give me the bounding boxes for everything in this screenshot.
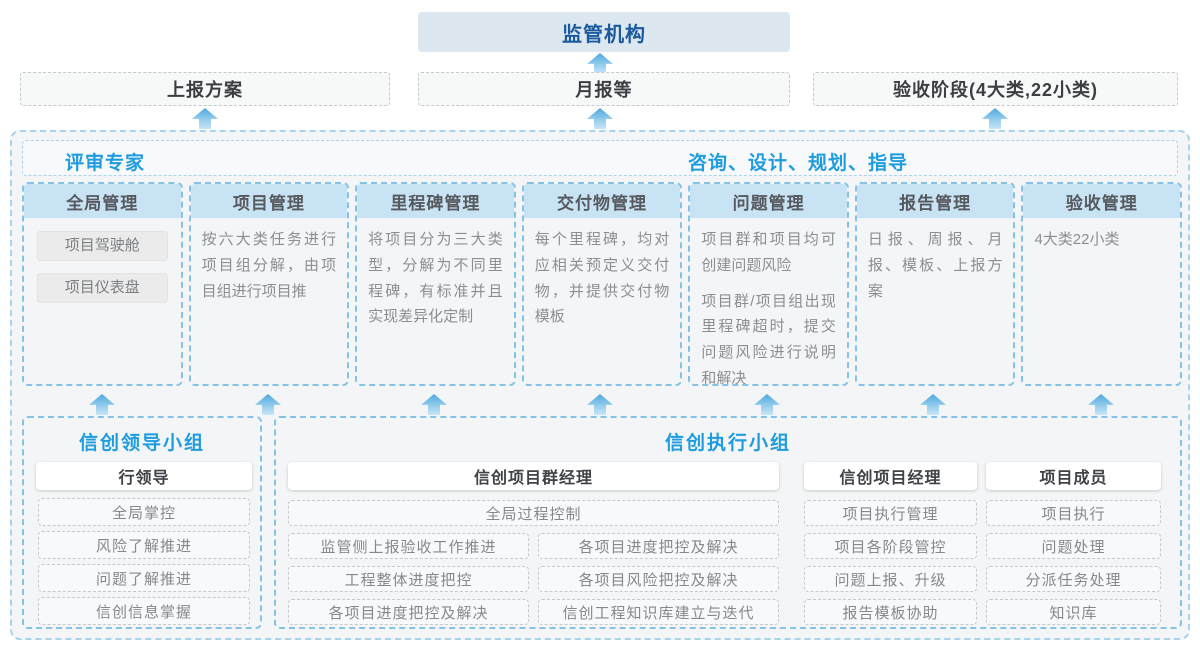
main-container: 评审专家 咨询、设计、规划、指导 全局管理 项目驾驶舱 项目仪表盘 项目管理 按… xyxy=(10,130,1190,640)
pm-item: 项目各阶段管控 xyxy=(804,533,977,559)
column-header: 问题管理 xyxy=(690,184,847,218)
management-columns: 全局管理 项目驾驶舱 项目仪表盘 项目管理 按六大类任务进行项目组分解，由项目组… xyxy=(22,182,1183,386)
up-arrow-col-4 xyxy=(587,394,613,415)
up-arrow-col-3 xyxy=(421,394,447,415)
column-header: 验收管理 xyxy=(1023,184,1181,218)
up-arrow-col-5 xyxy=(754,394,780,415)
project-cockpit-box: 项目驾驶舱 xyxy=(37,231,168,261)
leader-group-title: 信创领导小组 xyxy=(78,433,205,454)
member-item: 项目执行 xyxy=(986,500,1161,526)
project-dashboard-box: 项目仪表盘 xyxy=(37,273,168,303)
column-global-management: 全局管理 项目驾驶舱 项目仪表盘 xyxy=(22,182,183,386)
bank-leader-role: 行领导 xyxy=(36,462,252,490)
column-body: 按六大类任务进行项目组分解，由项目组进行项目推 xyxy=(191,218,348,323)
column-body: 项目驾驶舱 项目仪表盘 xyxy=(24,218,181,324)
pgm-item: 各项目进度把控及解决 xyxy=(538,533,779,559)
column-header: 里程碑管理 xyxy=(357,184,514,218)
leader-item: 全局掌控 xyxy=(38,498,250,526)
member-item: 问题处理 xyxy=(986,533,1161,559)
column-description: 项目群/项目组出现里程碑超时，提交问题风险进行说明和解决 xyxy=(701,292,836,386)
column-body: 每个里程碑，均对应相关预定义交付物，并提供交付物模板 xyxy=(524,218,681,349)
column-header: 报告管理 xyxy=(856,184,1014,218)
up-arrow-col-1 xyxy=(89,394,115,415)
pm-item: 问题上报、升级 xyxy=(804,566,977,592)
column-report-management: 报告管理 日报、周报、月报、模板、上报方案 xyxy=(854,182,1016,386)
column-acceptance-management: 验收管理 4大类22小类 xyxy=(1021,182,1183,386)
monthly-report-box: 月报等 xyxy=(418,72,790,106)
column-description: 将项目分为三大类型，分解为不同里程碑，有标准并且实现差异化定制 xyxy=(368,231,503,326)
exec-group-box: 信创执行小组 信创项目群经理 信创项目经理 项目成员 全局过程控制 监管侧上报验… xyxy=(274,416,1182,629)
member-item: 知识库 xyxy=(986,599,1161,625)
column-body: 4大类22小类 xyxy=(1023,218,1180,272)
column-description: 4大类22小类 xyxy=(1034,231,1120,248)
column-body: 日报、周报、月报、模板、上报方案 xyxy=(857,218,1014,323)
pgm-item: 信创工程知识库建立与迭代 xyxy=(538,599,779,625)
pgm-item-wide: 全局过程控制 xyxy=(288,500,779,526)
project-member-role: 项目成员 xyxy=(986,462,1161,490)
leader-group-box: 信创领导小组 行领导 全局掌控 风险了解推进 问题了解推进 信创信息掌握 xyxy=(22,416,262,629)
project-manager-role: 信创项目经理 xyxy=(804,462,977,490)
column-body: 项目群和项目均可创建问题风险 项目群/项目组出现里程碑超时，提交问题风险进行说明… xyxy=(690,218,847,386)
column-header: 交付物管理 xyxy=(523,184,681,218)
member-item: 分派任务处理 xyxy=(986,566,1161,592)
column-description: 按六大类任务进行项目组分解，由项目组进行项目推 xyxy=(201,231,337,300)
pgm-item: 各项目风险把控及解决 xyxy=(538,566,779,592)
regulator-box: 监管机构 xyxy=(418,12,790,52)
leader-item: 风险了解推进 xyxy=(38,531,250,559)
leader-item: 信创信息掌握 xyxy=(38,597,250,625)
column-project-management: 项目管理 按六大类任务进行项目组分解，由项目组进行项目推 xyxy=(188,182,350,386)
pgm-item: 各项目进度把控及解决 xyxy=(288,599,529,625)
consulting-label: 咨询、设计、规划、指导 xyxy=(688,153,909,174)
column-body: 将项目分为三大类型，分解为不同里程碑，有标准并且实现差异化定制 xyxy=(357,218,514,349)
column-header: 全局管理 xyxy=(24,184,181,218)
acceptance-stage-box: 验收阶段(4大类,22小类) xyxy=(813,72,1178,106)
column-description: 每个里程碑，均对应相关预定义交付物，并提供交付物模板 xyxy=(534,231,670,326)
review-experts-label: 评审专家 xyxy=(65,153,146,174)
pgm-item: 工程整体进度把控 xyxy=(288,566,529,592)
column-milestone-management: 里程碑管理 将项目分为三大类型，分解为不同里程碑，有标准并且实现差异化定制 xyxy=(355,182,516,386)
program-manager-role: 信创项目群经理 xyxy=(288,462,779,490)
pm-item: 项目执行管理 xyxy=(804,500,977,526)
pm-item: 报告模板协助 xyxy=(804,599,977,625)
up-arrow-col-2 xyxy=(255,394,281,415)
column-deliverable-management: 交付物管理 每个里程碑，均对应相关预定义交付物，并提供交付物模板 xyxy=(521,182,683,386)
column-description: 日报、周报、月报、模板、上报方案 xyxy=(867,231,1003,300)
exec-group-title: 信创执行小组 xyxy=(664,433,791,454)
pgm-item: 监管侧上报验收工作推进 xyxy=(288,533,529,559)
column-header: 项目管理 xyxy=(190,184,348,218)
up-arrow-to-report-plan xyxy=(192,108,218,129)
column-issue-management: 问题管理 项目群和项目均可创建问题风险 项目群/项目组出现里程碑超时，提交问题风… xyxy=(688,182,849,386)
up-arrow-to-acceptance xyxy=(982,108,1008,129)
column-description: 项目群和项目均可创建问题风险 xyxy=(701,231,836,274)
up-arrow-to-regulator xyxy=(587,53,613,74)
advisors-bar: 评审专家 咨询、设计、规划、指导 xyxy=(22,140,1178,176)
leader-item: 问题了解推进 xyxy=(38,564,250,592)
up-arrow-to-monthly-report xyxy=(587,108,613,129)
up-arrow-col-6 xyxy=(920,394,946,415)
report-plan-box: 上报方案 xyxy=(20,72,390,106)
up-arrow-col-7 xyxy=(1088,394,1114,415)
